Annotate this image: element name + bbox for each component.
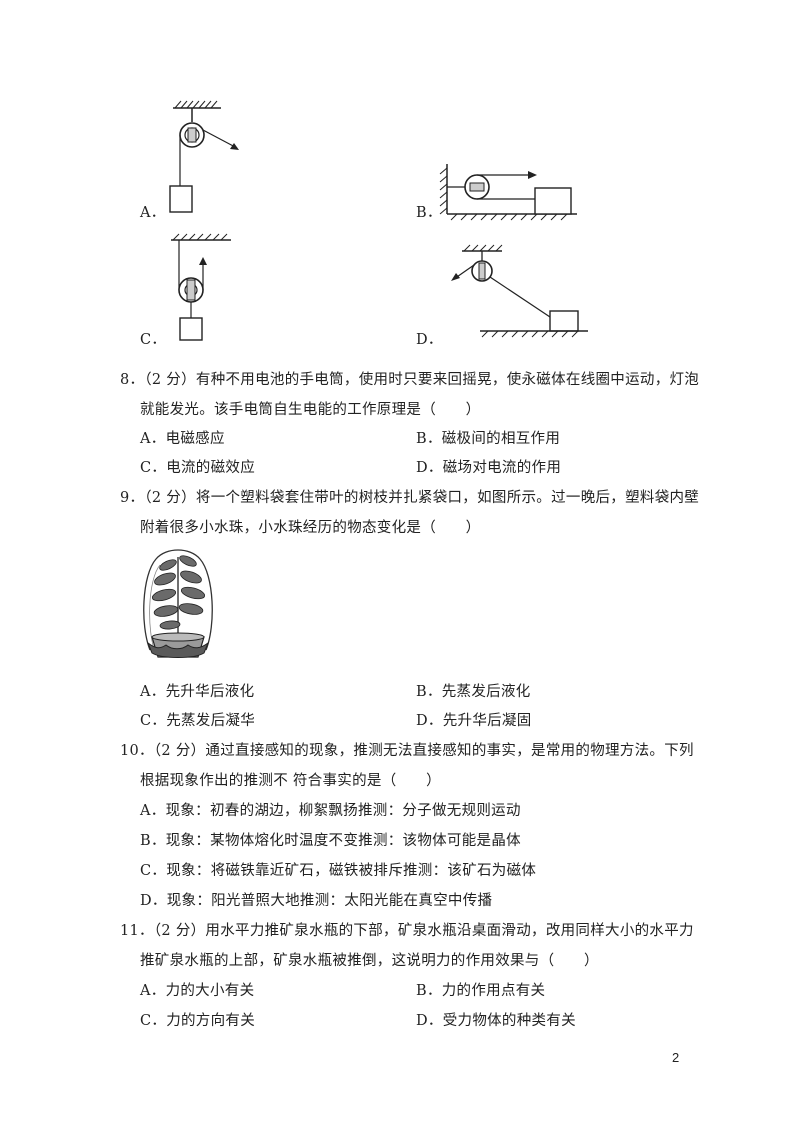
question-11-stem-line2: 推矿泉水瓶的上部，矿泉水瓶被推倒，这说明力的作用效果与（ ） xyxy=(140,953,599,969)
question-10-stem-line1: 10．（2 分）通过直接感知的现象，推测无法直接感知的事实，是常用的物理方法。下… xyxy=(120,743,694,759)
question-9-stem-line2: 附着很多小水珠，小水珠经历的物态变化是（ ） xyxy=(140,520,481,536)
question-10-stem-line2: 根据现象作出的推测不 符合事实的是（ ） xyxy=(140,773,441,789)
question-11-option-b: B．力的作用点有关 xyxy=(416,983,546,999)
question-9-option-c: C．先蒸发后凝华 xyxy=(140,713,255,729)
pulley-figure-b xyxy=(439,164,577,221)
question-9-option-b: B．先蒸发后液化 xyxy=(416,684,531,700)
question-9-stem-line1: 9．（2 分）将一个塑料袋套住带叶的树枝并扎紧袋口，如图所示。过一晚后，塑料袋内… xyxy=(120,490,700,506)
question-10-option-a: A．现象：初春的湖边，柳絮飘扬推测：分子做无规则运动 xyxy=(140,803,521,819)
question-11-option-c: C．力的方向有关 xyxy=(140,1013,255,1029)
question-11-option-a: A．力的大小有关 xyxy=(140,983,255,999)
plant-in-bag-figure xyxy=(143,549,213,658)
question-10-option-d: D．现象：阳光普照大地推测：太阳光能在真空中传播 xyxy=(140,893,493,909)
page-number: 2 xyxy=(672,1050,680,1065)
option-label-a: A． xyxy=(140,205,166,221)
question-11-stem-line1: 11．（2 分）用水平力推矿泉水瓶的下部，矿泉水瓶沿桌面滑动，改用同样大小的水平… xyxy=(120,923,694,939)
question-10-option-b: B．现象：某物体熔化时温度不变推测：该物体可能是晶体 xyxy=(140,833,521,849)
question-8-stem-line1: 8．（2 分）有种不用电池的手电筒，使用时只要来回摇晃，使永磁体在线圈中运动，灯… xyxy=(120,372,700,388)
pulley-figure-c xyxy=(171,233,231,341)
question-11-option-d: D．受力物体的种类有关 xyxy=(416,1013,576,1029)
question-10-option-c: C．现象：将磁铁靠近矿石，磁铁被排斥推测：该矿石为磁体 xyxy=(140,863,537,879)
question-9-option-d: D．先升华后凝固 xyxy=(416,713,532,729)
pulley-figure-a xyxy=(169,100,239,213)
question-9-option-a: A．先升华后液化 xyxy=(140,684,255,700)
option-label-b: B． xyxy=(416,205,442,221)
question-8-option-a: A．电磁感应 xyxy=(140,431,225,447)
question-8-stem-line2: 就能发光。该手电筒自生电能的工作原理是（ ） xyxy=(140,402,481,418)
question-8-option-c: C．电流的磁效应 xyxy=(140,460,255,476)
question-8-option-b: B．磁极间的相互作用 xyxy=(416,431,561,447)
pulley-figure-d xyxy=(451,244,588,338)
question-8-option-d: D．磁场对电流的作用 xyxy=(416,460,562,476)
option-label-d: D． xyxy=(416,332,443,348)
option-label-c: C． xyxy=(140,332,167,348)
